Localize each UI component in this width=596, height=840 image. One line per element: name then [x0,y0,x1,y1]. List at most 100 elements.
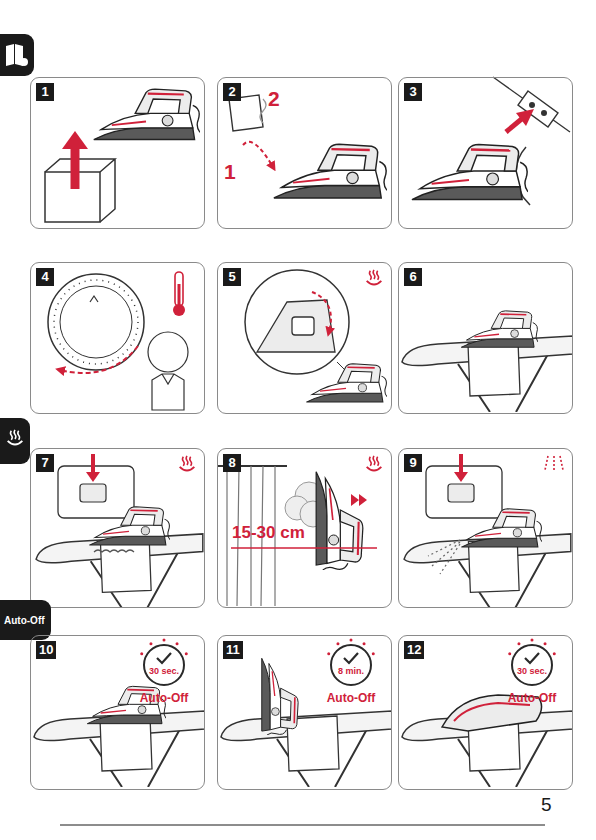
auto-off-heel-scene [262,658,298,735]
plug-in-scene [412,77,570,205]
timer-check [517,642,520,645]
timer-check [176,642,179,645]
spray-scene [454,472,468,482]
steam-ironing-scene [36,454,203,608]
timer-check [327,652,330,655]
temperature-dial-scene [48,272,188,410]
vertical-steam-scene [217,456,381,606]
steam-ironing-scene [94,550,134,552]
remove-sticker-scene [229,95,387,198]
step-callout: 2 [268,87,280,111]
step-panel: 4 [30,262,205,414]
timer-check [525,653,539,663]
step-number: 2 [223,83,241,101]
temperature-dial-scene [60,346,138,373]
timer-badge: 8 min.Auto-Off [330,644,372,686]
steam-control-scene [245,270,349,374]
distance-dimension: 15-30 cm [232,523,305,543]
timer-check [140,652,143,655]
ironing-scene [402,311,573,412]
timer-check [372,652,375,655]
remove-sticker-scene [260,99,266,123]
step-panel: 3 [398,77,573,229]
timer-check [157,653,171,663]
ironing-scene [461,311,538,347]
timer-check [163,639,166,642]
step-panel: 2 [217,77,392,229]
tab-label: Auto-Off [4,615,45,626]
spray-scene [448,484,474,502]
step-number: 6 [404,268,422,286]
timer-check [544,642,547,645]
vertical-steam-scene [316,472,363,570]
steam-control-scene [245,270,387,402]
remove-sticker-scene [274,144,387,198]
steam-tab [8,430,23,445]
step-panel: 1 [30,77,205,229]
auto-off-heel-scene [262,658,298,735]
step-number: 7 [36,454,54,472]
auto-off-flat-scene [34,686,205,787]
timer-check [336,642,339,645]
read-tab [0,34,34,76]
vertical-steam-scene [351,494,367,506]
timer-duration: 8 min. [332,666,370,676]
spray-scene [428,540,460,574]
page-number: 5 [541,794,552,816]
steam-ironing-scene [86,472,100,482]
timer-check [145,646,183,684]
timer-badge: 30 sec.Auto-Off [143,644,185,686]
vertical-steam-scene [316,472,363,570]
steam-control-scene [367,270,382,285]
timer-check [344,653,358,663]
timer-duration: 30 sec. [513,666,551,676]
auto-off-label: Auto-Off [140,691,189,705]
step-number: 8 [223,454,241,472]
steam-ironing-scene [58,466,134,518]
timer-check [332,646,370,684]
temperature-dial-scene [148,332,188,372]
timer-check [531,639,534,642]
steam-tab [0,418,30,464]
auto-off-heel-scene [221,711,392,787]
steam-control-scene [257,300,335,352]
plug-in-scene [541,110,547,116]
timer-badge: 30 sec.Auto-Off [511,644,553,686]
unpack-scene [62,131,88,149]
temperature-dial-scene [175,272,183,306]
step-number: 11 [223,641,243,659]
steam-control-scene [292,317,314,335]
temperature-dial-scene [178,284,181,306]
unpack-scene [45,159,115,222]
timer-check [185,652,188,655]
unpack-scene [94,89,200,139]
plug-in-scene [529,102,535,108]
plug-in-scene [516,109,534,126]
step-number: 12 [404,641,424,659]
step-number: 3 [404,83,422,101]
spray-scene [545,456,563,470]
step-number: 4 [36,268,54,286]
step-panel: 7 [30,448,205,608]
step-panel: 1030 sec.Auto-Off [30,635,205,790]
auto-off-side-scene [402,695,573,787]
step-panel: 12 30 sec.Auto-Off [398,635,573,790]
auto-off-label: Auto-Off [327,691,376,705]
step-panel: 118 min.Auto-Off [217,635,392,790]
spray-scene [404,454,571,608]
steam-control-scene [306,364,387,402]
timer-check [363,642,366,645]
step-number: 9 [404,454,422,472]
timer-duration: 30 sec. [145,666,183,676]
steam-ironing-scene [80,484,106,502]
timer-check [350,639,353,642]
vertical-steam-scene [367,456,382,471]
timer-check [513,646,551,684]
temperature-dial-scene [90,296,98,302]
timer-check [553,652,556,655]
step-number: 10 [36,641,56,659]
plug-in-scene [412,145,528,200]
